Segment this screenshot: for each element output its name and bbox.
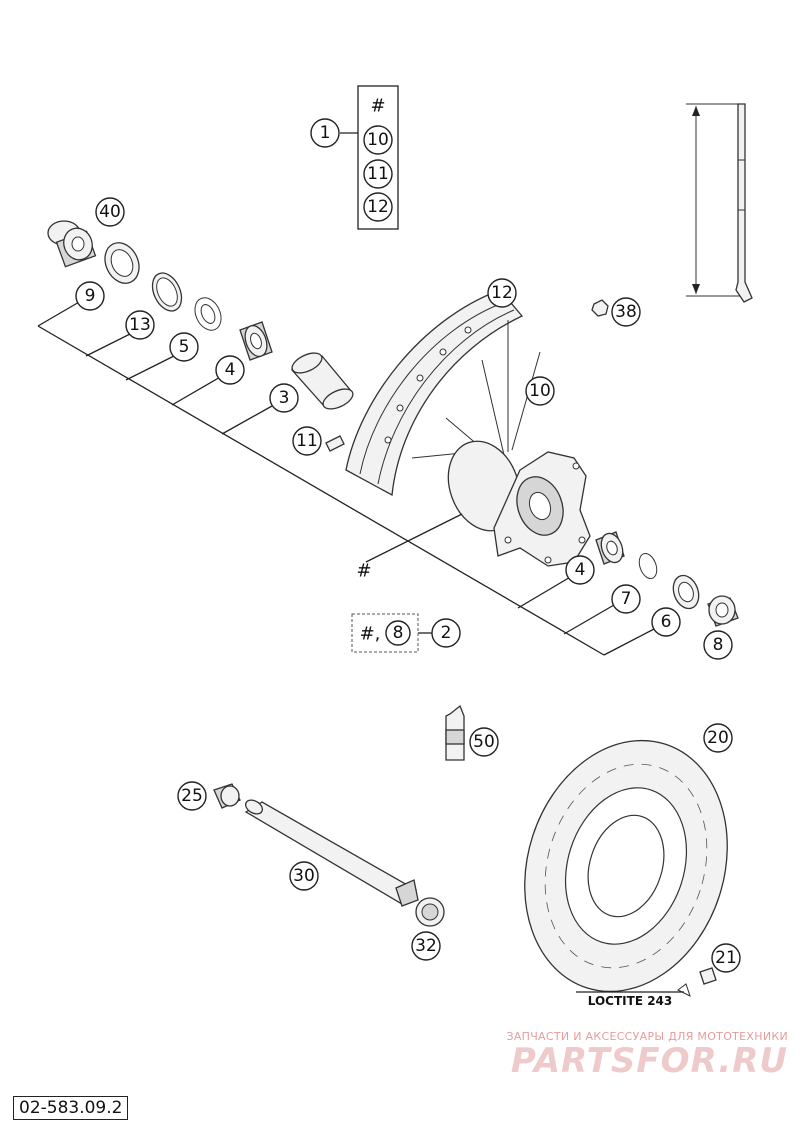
callout-3: 3: [269, 383, 299, 413]
svg-text:7: 7: [621, 589, 632, 609]
axle-part-30: [244, 799, 419, 907]
circlip-part-7: [638, 552, 658, 580]
svg-text:8: 8: [393, 623, 404, 643]
nut-part-32: [415, 897, 445, 927]
kit-box-2: #,: [351, 613, 419, 653]
callout-11-nipple: 11: [292, 426, 322, 456]
brake-disc-part-20: [524, 739, 728, 993]
svg-text:9: 9: [85, 286, 96, 306]
callout-5: 5: [169, 332, 199, 362]
kit-hash-label: #: [370, 96, 385, 117]
svg-text:11: 11: [296, 431, 318, 451]
svg-text:12: 12: [491, 283, 513, 303]
callout-4-right: 4: [565, 555, 595, 585]
nipple-part-11: [325, 435, 345, 452]
svg-text:8: 8: [713, 635, 724, 655]
drawing-number: 02-583.09.2: [13, 1096, 129, 1120]
svg-text:32: 32: [415, 936, 437, 956]
callout-6: 6: [651, 607, 681, 637]
ring-part-13: [151, 272, 183, 312]
svg-text:10: 10: [367, 130, 389, 150]
bearing-part-4-right: [595, 531, 625, 565]
svg-text:3: 3: [279, 388, 290, 408]
callout-32: 32: [411, 931, 441, 961]
callout-11: 11: [363, 159, 393, 189]
callout-12: 12: [363, 192, 393, 222]
svg-text:25: 25: [181, 786, 203, 806]
seal-part-9: [104, 242, 140, 284]
svg-text:30: 30: [293, 866, 315, 886]
spacer-part-8: [707, 595, 739, 627]
seal-part-6: [672, 574, 700, 610]
svg-text:5: 5: [179, 337, 190, 357]
svg-text:4: 4: [575, 560, 586, 580]
svg-text:1: 1: [320, 123, 331, 143]
callout-8-kit: 8: [385, 620, 411, 646]
callout-9: 9: [75, 281, 105, 311]
kit2-prefix-label: #,: [360, 624, 381, 645]
callout-8: 8: [703, 630, 733, 660]
bearing-part-4-left: [239, 321, 273, 361]
callout-13: 13: [125, 310, 155, 340]
nut-part-38: [591, 299, 609, 317]
callout-20: 20: [703, 723, 733, 753]
svg-text:2: 2: [441, 623, 452, 643]
loctite-tube-part-50: [445, 704, 465, 761]
callout-50: 50: [469, 727, 499, 757]
svg-text:40: 40: [99, 202, 121, 222]
svg-text:21: 21: [715, 948, 737, 968]
svg-text:6: 6: [661, 612, 672, 632]
callout-1: 1: [310, 118, 340, 148]
circlip-part-5: [194, 297, 222, 331]
leader-lines: [37, 297, 657, 656]
callout-7: 7: [611, 584, 641, 614]
watermark-site: PARTSFOR.RU: [510, 1041, 788, 1081]
loctite-label: LOCTITE 243: [588, 994, 673, 1008]
callout-4-left: 4: [215, 355, 245, 385]
svg-text:13: 13: [129, 315, 151, 335]
svg-text:11: 11: [367, 164, 389, 184]
callout-10-spokes: 10: [525, 376, 555, 406]
svg-text:20: 20: [707, 728, 729, 748]
spacer-tube-part-3: [290, 352, 354, 410]
callout-38: 38: [611, 297, 641, 327]
callout-2: 2: [431, 618, 461, 648]
watermark-tagline: ЗАПЧАСТИ И АКСЕССУАРЫ ДЛЯ МОТОТЕХНИКИ: [506, 1030, 788, 1043]
svg-text:38: 38: [615, 302, 637, 322]
callout-30: 30: [289, 861, 319, 891]
callout-12-rim: 12: [487, 278, 517, 308]
spoke-length-indicator: [686, 103, 753, 303]
hub-assembly: [447, 440, 591, 567]
svg-text:10: 10: [529, 381, 551, 401]
spacer-part-25: [213, 783, 241, 809]
callout-25: 25: [177, 781, 207, 811]
svg-text:12: 12: [367, 197, 389, 217]
svg-text:50: 50: [473, 732, 495, 752]
screw-part-21: [677, 967, 717, 997]
kit-box-1: #: [340, 85, 399, 230]
spacer-part-40: [47, 220, 97, 268]
callout-40: 40: [95, 197, 125, 227]
callout-10: 10: [363, 125, 393, 155]
rim-part-12: [345, 289, 524, 497]
svg-text:4: 4: [225, 360, 236, 380]
hub-hash-label: #: [356, 561, 371, 582]
watermark: ЗАПЧАСТИ И АКСЕССУАРЫ ДЛЯ МОТОТЕХНИКИ PA…: [468, 1030, 788, 1080]
callout-21: 21: [711, 943, 741, 973]
